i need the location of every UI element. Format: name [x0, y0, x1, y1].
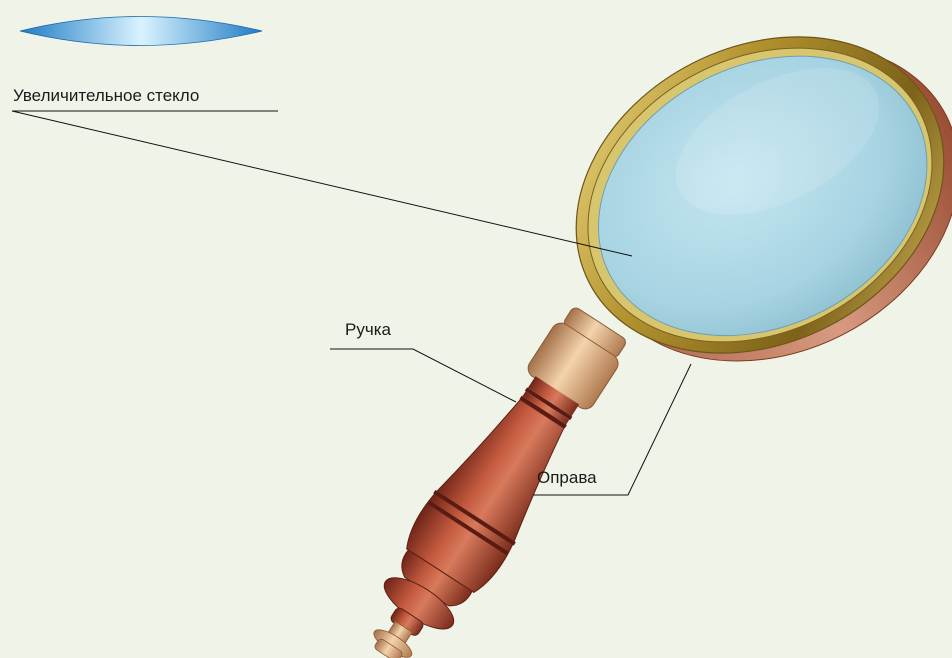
- label-frame: Оправа: [537, 469, 597, 486]
- label-magnifying-glass: Увеличительное стекло: [13, 87, 199, 104]
- leader-line-handle: [330, 349, 516, 402]
- label-handle: Ручка: [345, 321, 391, 338]
- leader-line-glass: [12, 111, 632, 256]
- lens-cross-section-icon: [20, 17, 262, 46]
